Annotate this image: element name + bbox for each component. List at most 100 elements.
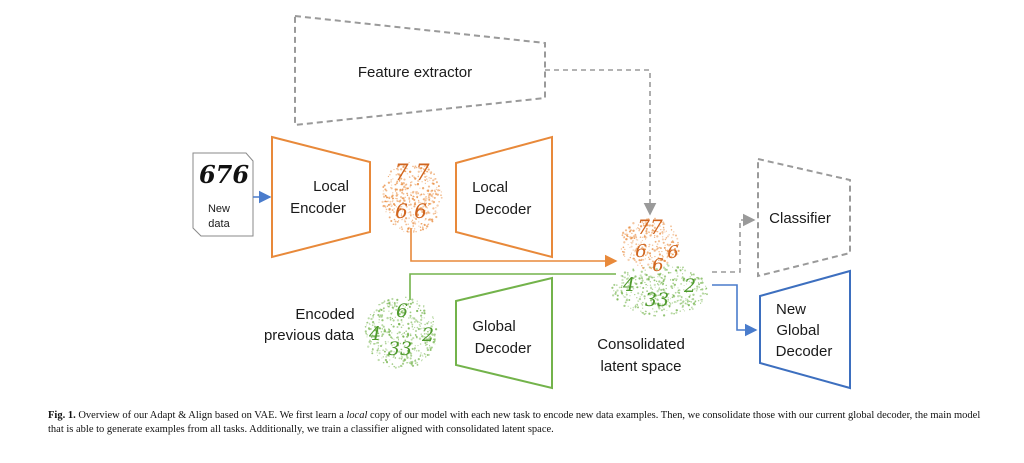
latent-dot (373, 335, 376, 338)
latent-dot (421, 335, 424, 338)
latent-dot (691, 308, 694, 310)
latent-dot (629, 246, 631, 249)
latent-dot (389, 334, 391, 337)
latent-dot (376, 341, 380, 344)
latent-dot (411, 364, 415, 367)
latent-dot (385, 208, 388, 211)
latent-dot (410, 181, 413, 183)
latent-dot (384, 330, 387, 333)
latent-dot (387, 203, 390, 206)
latent-dot (623, 304, 626, 308)
latent-dot (638, 243, 640, 246)
latent-dot (394, 306, 396, 308)
latent-dot (403, 346, 405, 348)
latent-dot (420, 352, 422, 354)
latent-dot (424, 180, 427, 182)
latent-dot (405, 205, 408, 208)
latent-dot (407, 227, 410, 231)
latent-dot (621, 234, 624, 237)
latent-dot (432, 193, 435, 195)
latent-dot (419, 325, 421, 327)
latent-dot (419, 207, 421, 209)
caption-text-before: Overview of our Adapt & Align based on V… (75, 410, 347, 421)
latent-dot (426, 175, 428, 177)
latent-dot (649, 266, 653, 270)
latent-dot (628, 288, 631, 291)
latent-dot (655, 294, 658, 297)
latent-dot (650, 292, 653, 295)
latent-dot (426, 166, 429, 169)
latent-dot (654, 298, 656, 300)
latent-dot (384, 348, 387, 350)
latent-dot (383, 195, 386, 198)
latent-dot (385, 211, 387, 213)
latent-dot (632, 277, 635, 280)
latent-dot (402, 305, 404, 307)
latent-dot (388, 302, 391, 305)
latent-dot (678, 294, 681, 297)
latent-dot (383, 350, 386, 353)
latent-dot (403, 178, 406, 181)
latent-dot (644, 254, 647, 257)
latent-dot (645, 230, 648, 233)
latent-dot (670, 229, 673, 231)
latent-dot (433, 196, 436, 199)
latent-dot (695, 289, 698, 292)
latent-dot (417, 175, 419, 178)
latent-dot (672, 233, 675, 236)
latent-dot (429, 179, 431, 181)
latent-dot (421, 203, 423, 205)
latent-dot (631, 232, 633, 234)
latent-dot (637, 300, 639, 302)
latent-dot (681, 268, 684, 270)
latent-dot (426, 348, 430, 352)
latent-dot (705, 288, 707, 290)
latent-dot (395, 206, 397, 208)
latent-dot (423, 333, 426, 335)
latent-dot (430, 194, 433, 197)
latent-dot (625, 286, 628, 288)
latent-dot (421, 354, 423, 356)
latent-dot (649, 299, 653, 302)
latent-dot (423, 305, 425, 307)
latent-dot (424, 182, 427, 185)
latent-dot (395, 214, 398, 217)
latent-dot (407, 187, 409, 190)
latent-dot (398, 200, 401, 203)
latent-dot (668, 234, 670, 236)
latent-dot (393, 344, 395, 346)
latent-dot (384, 358, 388, 362)
latent-dot (394, 223, 397, 226)
latent-dot (407, 223, 409, 225)
latent-dot (366, 321, 368, 324)
latent-dot (417, 170, 420, 173)
latent-dot (662, 288, 665, 291)
latent-dot (424, 336, 426, 338)
latent-dot (656, 235, 659, 238)
latent-dot (391, 304, 393, 306)
latent-dot (399, 168, 403, 171)
latent-dot (403, 219, 406, 221)
latent-dot (408, 208, 410, 210)
latent-dot (433, 179, 435, 181)
latent-dot (430, 171, 433, 174)
latent-dot (408, 176, 410, 178)
latent-dot (645, 312, 647, 315)
caption-label: Fig. 1. (48, 410, 76, 421)
latent-dot (634, 249, 637, 251)
adapt-align-diagram: Feature extractor 676 New data Local Enc… (192, 14, 851, 390)
latent-dot (414, 329, 418, 333)
global-latent-dots (364, 296, 438, 369)
latent-dot (627, 305, 629, 307)
latent-dot (401, 183, 404, 186)
latent-dot (423, 212, 426, 215)
latent-dot (630, 252, 633, 254)
latent-dot (430, 177, 432, 180)
latent-dot (659, 294, 662, 297)
latent-dot (638, 229, 641, 232)
latent-dot (700, 302, 702, 304)
latent-dot (661, 238, 664, 241)
latent-dot (372, 348, 374, 350)
latent-dot (428, 321, 430, 323)
latent-dot (692, 273, 695, 276)
